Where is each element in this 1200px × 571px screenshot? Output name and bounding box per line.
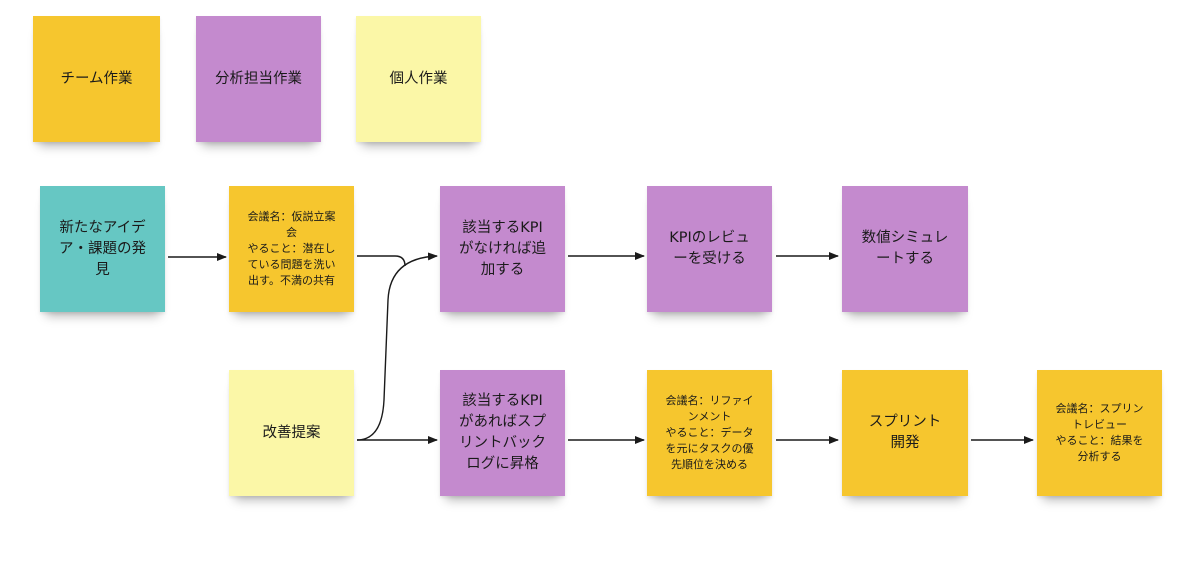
sprint-dev-note[interactable]: スプリント 開発 xyxy=(842,370,968,496)
kpi-add-note[interactable]: 該当するKPI がなければ追 加する xyxy=(440,186,565,312)
legend-individual-note[interactable]: 個人作業 xyxy=(356,16,481,142)
improvement-note[interactable]: 改善提案 xyxy=(229,370,354,496)
kpi-backlog-text: 該当するKPI があればスプ リントバック ログに昇格 xyxy=(459,393,546,472)
legend-individual-label: 個人作業 xyxy=(389,70,448,87)
refinement-meeting-note[interactable]: 会議名：リファイ ンメント やること：データ を元にタスクの優 先順位を決める xyxy=(647,370,772,496)
legend-team-label: チーム作業 xyxy=(60,70,133,87)
simulation-note[interactable]: 数値シミュレ ートする xyxy=(842,186,968,312)
kpi-backlog-note[interactable]: 該当するKPI があればスプ リントバック ログに昇格 xyxy=(440,370,565,496)
kpi-add-text: 該当するKPI がなければ追 加する xyxy=(459,219,546,278)
hypothesis-meeting-note[interactable]: 会議名：仮説立案 会 やること：潜在し ている問題を洗い 出す。不満の共有 xyxy=(229,186,354,312)
new-idea-note[interactable]: 新たなアイデ ア・課題の発 見 xyxy=(40,186,165,312)
sprint-review-note[interactable]: 会議名：スプリン トレビュー やること：結果を 分析する xyxy=(1037,370,1162,496)
legend-analyst-label: 分析担当作業 xyxy=(215,70,302,87)
kpi-review-text: KPIのレビュ ーを受ける xyxy=(669,230,750,267)
arrow-hypothesis-to-kpi-add xyxy=(357,255,406,267)
sprint-dev-text: スプリント 開発 xyxy=(868,414,942,451)
sprint-review-text: 会議名：スプリン トレビュー やること：結果を 分析する xyxy=(1055,402,1144,463)
arrow-improvement-to-kpi-add xyxy=(356,252,438,441)
improvement-text: 改善提案 xyxy=(262,424,321,441)
new-idea-text: 新たなアイデ ア・課題の発 見 xyxy=(59,219,146,278)
legend-team-note[interactable]: チーム作業 xyxy=(33,16,160,142)
kpi-review-note[interactable]: KPIのレビュ ーを受ける xyxy=(647,186,772,312)
hypothesis-meeting-text: 会議名：仮説立案 会 やること：潜在し ている問題を洗い 出す。不満の共有 xyxy=(247,210,336,287)
simulation-text: 数値シミュレ ートする xyxy=(861,230,949,267)
refinement-meeting-text: 会議名：リファイ ンメント やること：データ を元にタスクの優 先順位を決める xyxy=(665,394,754,471)
legend-analyst-note[interactable]: 分析担当作業 xyxy=(196,16,321,142)
